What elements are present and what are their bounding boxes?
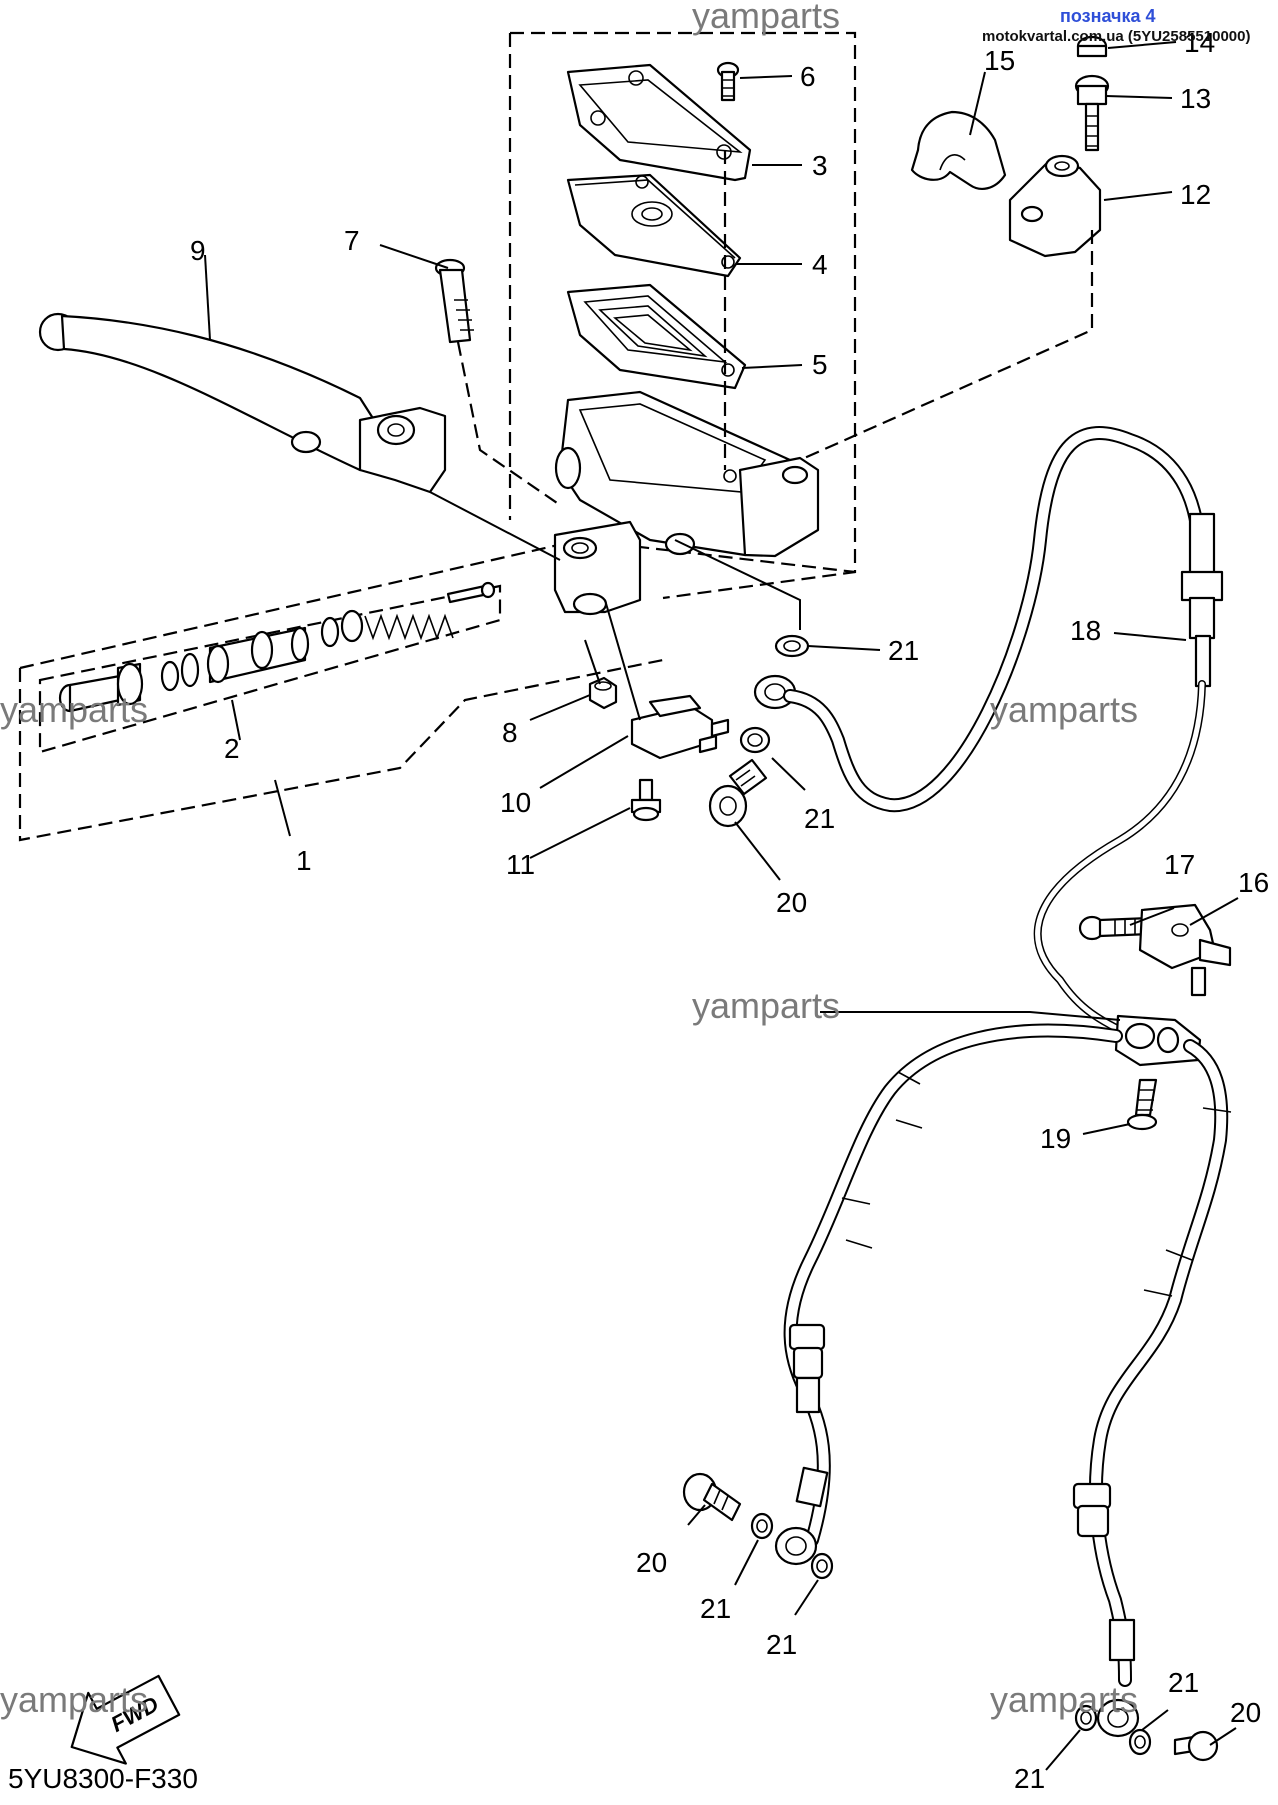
master-cylinder-body: [553, 390, 820, 616]
callout-21: 21: [804, 803, 835, 834]
copper-washer: [1128, 1728, 1152, 1756]
brake-hose-left: [774, 1023, 1123, 1566]
diagram-code: 5YU8300-F330: [8, 1763, 198, 1794]
callout-14: 14: [1184, 27, 1215, 58]
diaphragm: [566, 283, 747, 390]
callout-6: 6: [800, 61, 816, 92]
watermark: yamparts: [0, 689, 148, 730]
watermark: yamparts: [692, 0, 840, 36]
header-label: позначка 4: [1060, 6, 1156, 26]
union-bolt-lower-right: [1173, 1730, 1219, 1762]
diaphragm-plate: [566, 173, 742, 278]
holder-bolt-13: [1074, 74, 1110, 152]
callout-21: 21: [888, 635, 919, 666]
callout-15: 15: [984, 45, 1015, 76]
brake-hose-right: [1072, 1039, 1232, 1738]
bolt-cap: [1076, 35, 1108, 58]
union-bolt-top: [708, 758, 768, 828]
callout-9: 9: [190, 235, 206, 266]
watermark: yamparts: [990, 1679, 1138, 1720]
callout-17: 17: [1164, 849, 1195, 880]
switch-screw: [630, 778, 662, 822]
fwd-arrow: FWD: [70, 1674, 181, 1765]
piston-kit: [58, 581, 496, 713]
assembly-lines: [429, 150, 1121, 1021]
watermark: yamparts: [0, 1679, 148, 1720]
callout-20: 20: [1230, 1697, 1261, 1728]
callout-19: 19: [1040, 1123, 1071, 1154]
callout-21: 21: [766, 1629, 797, 1660]
callout-2: 2: [224, 733, 240, 764]
switch-cover: [910, 110, 1007, 190]
callout-1: 1: [296, 845, 312, 876]
callout-3: 3: [812, 150, 828, 181]
joint-bolt: [1126, 1078, 1158, 1131]
callout-18: 18: [1070, 615, 1101, 646]
pivot-bolt: [434, 258, 474, 344]
union-bolt-lower-left: [682, 1472, 742, 1522]
callout-4: 4: [812, 249, 828, 280]
hose-holder: [1138, 903, 1232, 997]
callout-labels: 1 2 3 4 5 6 7 8 9 10 11 12 13 14 15 16 1…: [190, 27, 1269, 1794]
callout-10: 10: [500, 787, 531, 818]
callout-21: 21: [700, 1593, 731, 1624]
nut: [588, 676, 618, 710]
callout-11: 11: [506, 849, 535, 880]
copper-washer: [750, 1512, 774, 1540]
watermark: yamparts: [990, 689, 1138, 730]
header-source: motokvartal.com.ua (5YU2585510000): [982, 28, 1251, 45]
front-brake-switch: [630, 694, 730, 760]
cap-screw: [716, 61, 740, 102]
copper-washer: [739, 726, 771, 754]
callout-13: 13: [1180, 83, 1211, 114]
brake-lever: [38, 312, 447, 494]
hose-joint: [1114, 1014, 1202, 1067]
copper-washer: [1074, 1704, 1098, 1732]
callout-16: 16: [1238, 867, 1269, 898]
callout-leaders: [204, 41, 1239, 1771]
watermark: yamparts: [692, 985, 840, 1026]
callout-7: 7: [344, 225, 360, 256]
master-cylinder-holder: [1008, 154, 1102, 258]
callout-21: 21: [1168, 1667, 1199, 1698]
watermarks: yamparts yamparts yamparts yamparts yamp…: [0, 0, 1138, 1720]
callout-21: 21: [1014, 1763, 1045, 1794]
callout-12: 12: [1180, 179, 1211, 210]
callout-20: 20: [776, 887, 807, 918]
callout-5: 5: [812, 349, 828, 380]
reservoir-assembly-boundary: [508, 31, 857, 600]
brake-hose-upper: [753, 426, 1224, 813]
copper-washer: [810, 1552, 834, 1580]
copper-washer: [774, 634, 810, 658]
callout-8: 8: [502, 717, 518, 748]
reservoir-cap: [566, 63, 752, 182]
brake-pipe: [1033, 680, 1206, 1039]
callout-20: 20: [636, 1547, 667, 1578]
